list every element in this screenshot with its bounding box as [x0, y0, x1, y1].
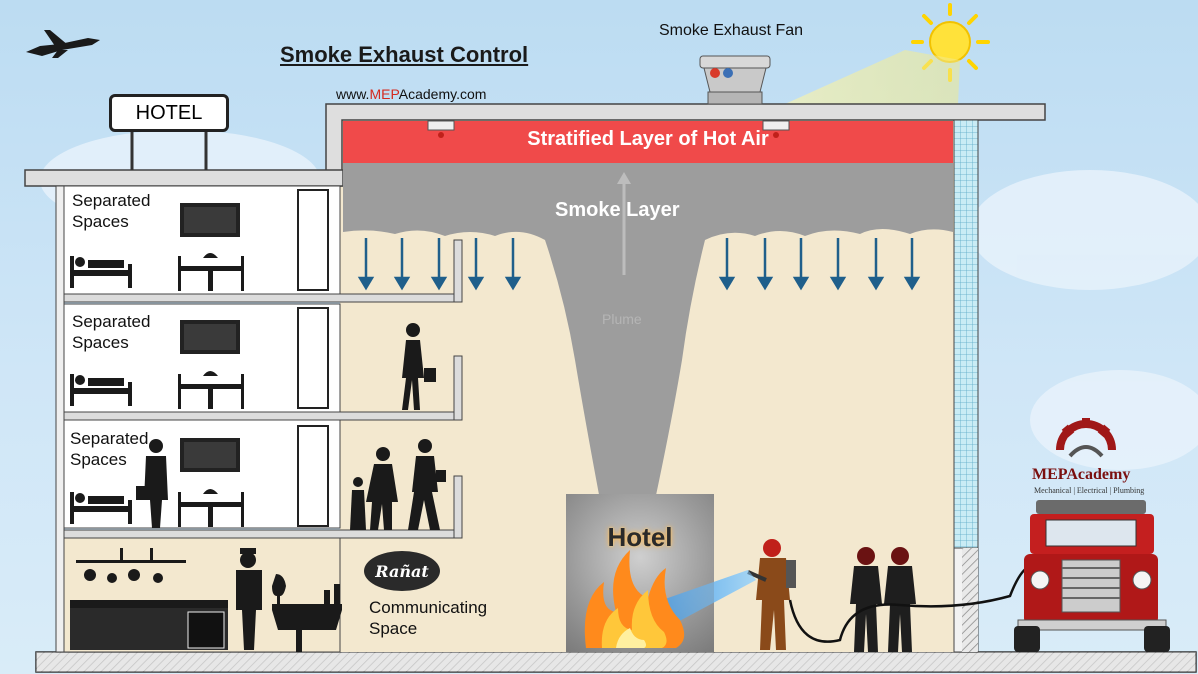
chef-icon	[236, 548, 262, 650]
room-label-floor-3: Separated Spaces	[72, 191, 151, 231]
smoke-detector-icon	[427, 120, 455, 138]
glass-wall	[953, 119, 979, 549]
lobby-sign-text: Hotel	[607, 522, 673, 552]
person-icon	[402, 323, 436, 410]
url-prefix: www.	[336, 86, 370, 102]
restaurant-logo: Rañat	[364, 551, 440, 591]
exhaust-fan-icon	[699, 55, 771, 105]
hotel-roof	[24, 169, 344, 187]
brand-tagline: Mechanical | Electrical | Plumbing	[1034, 486, 1145, 495]
exhaust-fan-label: Smoke Exhaust Fan	[659, 22, 804, 39]
dining-table-icon	[178, 489, 244, 527]
bed-icon	[70, 256, 132, 288]
sun-beam	[785, 50, 960, 104]
bed-icon	[70, 492, 132, 524]
fire-truck-icon	[1014, 500, 1170, 652]
smoke-detector-icon	[762, 120, 790, 138]
fire-hose	[788, 564, 1031, 643]
hotel-lobby-sign: Hotel	[566, 494, 714, 652]
down-arrow-icon	[357, 238, 921, 291]
url-brand: MEP	[369, 86, 399, 102]
room-furniture	[70, 203, 244, 527]
kitchen-icon	[70, 548, 228, 650]
communicating-space-label: Communicating Space	[369, 598, 488, 638]
stratified-layer-label: Stratified Layer of Hot Air	[527, 128, 769, 150]
page-title: Smoke Exhaust Control	[280, 42, 529, 67]
hotel-sign: HOTEL	[109, 94, 229, 132]
brand-suffix: Academy	[1066, 466, 1131, 483]
firefighter-icon	[850, 547, 916, 652]
smoke-layer	[343, 163, 953, 500]
room-label-floor-1: Separated Spaces	[70, 429, 149, 469]
person-icon	[136, 439, 168, 528]
family-icon	[350, 439, 446, 530]
smoke-layer-label: Smoke Layer	[555, 199, 680, 221]
brand-prefix: MEP	[1032, 466, 1067, 483]
dining-table-icon	[178, 253, 244, 291]
airplane-icon	[26, 30, 100, 58]
bed-icon	[70, 374, 132, 406]
brand-name: MEPAcademy	[1032, 466, 1130, 484]
website-url: www.MEPAcademy.com	[336, 86, 486, 102]
dining-table-icon	[178, 371, 244, 409]
firefighter-icon	[747, 539, 796, 650]
plume-label: Plume	[602, 311, 642, 327]
url-suffix: Academy.com	[398, 86, 487, 102]
hotel-sign-posts	[130, 132, 208, 170]
restaurant-table-icon	[272, 574, 342, 652]
room-label-floor-2: Separated Spaces	[72, 312, 151, 352]
gear-logo-icon	[1056, 418, 1116, 458]
